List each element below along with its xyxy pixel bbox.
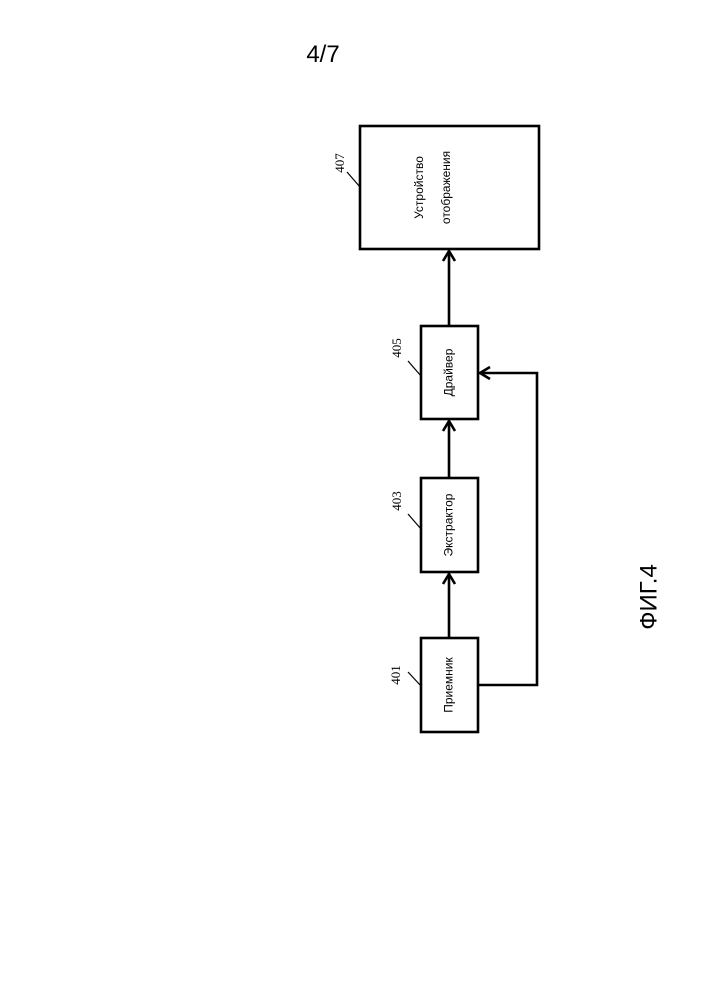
connector-401-405-bypass — [478, 373, 537, 685]
display-ref: 407 — [332, 153, 347, 173]
block-display: Устройство отображения 407 — [332, 126, 539, 249]
driver-ref: 405 — [389, 338, 404, 358]
driver-label: Драйвер — [442, 348, 456, 396]
extractor-label: Экстрактор — [442, 493, 456, 556]
figure-label: ФИГ.4 — [635, 564, 662, 630]
receiver-ref: 401 — [388, 665, 403, 685]
display-label-line2: отображения — [439, 151, 453, 224]
block-driver: Драйвер 405 — [389, 326, 478, 419]
receiver-ref-leader — [408, 672, 421, 686]
display-ref-leader — [347, 172, 360, 187]
connections — [443, 251, 537, 685]
extractor-ref-leader — [408, 514, 421, 529]
receiver-label: Приемник — [442, 657, 456, 713]
block-receiver: Приемник 401 — [388, 638, 478, 732]
block-extractor: Экстрактор 403 — [389, 478, 478, 572]
extractor-ref: 403 — [389, 491, 404, 511]
sheet-number: 4/7 — [306, 41, 339, 68]
display-label-line1: Устройство — [412, 156, 426, 219]
driver-ref-leader — [408, 361, 421, 376]
